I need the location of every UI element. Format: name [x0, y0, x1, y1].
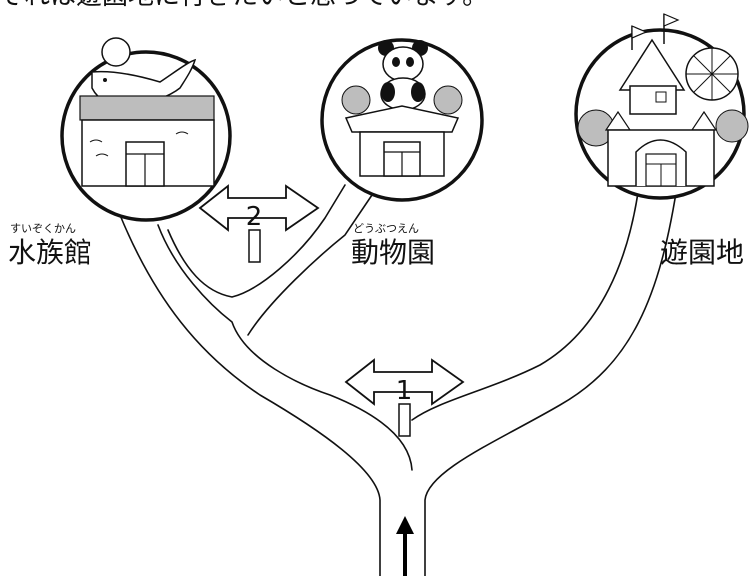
- amusement-park-label: 遊園地: [660, 236, 744, 269]
- zoo-illustration: [320, 38, 484, 202]
- sign-1-number: 1: [396, 376, 413, 406]
- start-arrow: [396, 516, 414, 576]
- sign-1-post: [398, 403, 411, 437]
- road-edge-right-outer: [424, 179, 679, 576]
- road-edge-left-outer: [119, 214, 381, 576]
- roads: [119, 177, 679, 576]
- amusement-park-illustration: [574, 13, 749, 200]
- sign-1-double-arrow: [344, 358, 465, 406]
- road-edge-zoo-right: [247, 194, 373, 336]
- road-edge-inner-left: [157, 224, 413, 471]
- aquarium-label: 水族館: [8, 236, 92, 269]
- sign-2-double-arrow: [198, 184, 320, 232]
- road-edge-inner-right: [411, 177, 641, 421]
- sign-2-number: 2: [246, 202, 263, 232]
- ball-icon: [101, 37, 131, 67]
- road-edge-zoo-left: [167, 184, 346, 298]
- aquarium-illustration: [60, 37, 232, 222]
- zoo-ruby: どうぶつえん: [353, 222, 419, 235]
- header-text: それは遊園地に行きたいと思っています。: [0, 0, 488, 11]
- sign-1: 1: [344, 358, 465, 437]
- panda-icon: [378, 40, 428, 111]
- aquarium-ruby: すいぞくかん: [10, 222, 76, 235]
- sign-2-post: [248, 229, 261, 263]
- zoo-label: 動物園: [351, 236, 435, 269]
- sign-2: 2: [198, 184, 320, 263]
- ferris-wheel-icon: [685, 47, 739, 101]
